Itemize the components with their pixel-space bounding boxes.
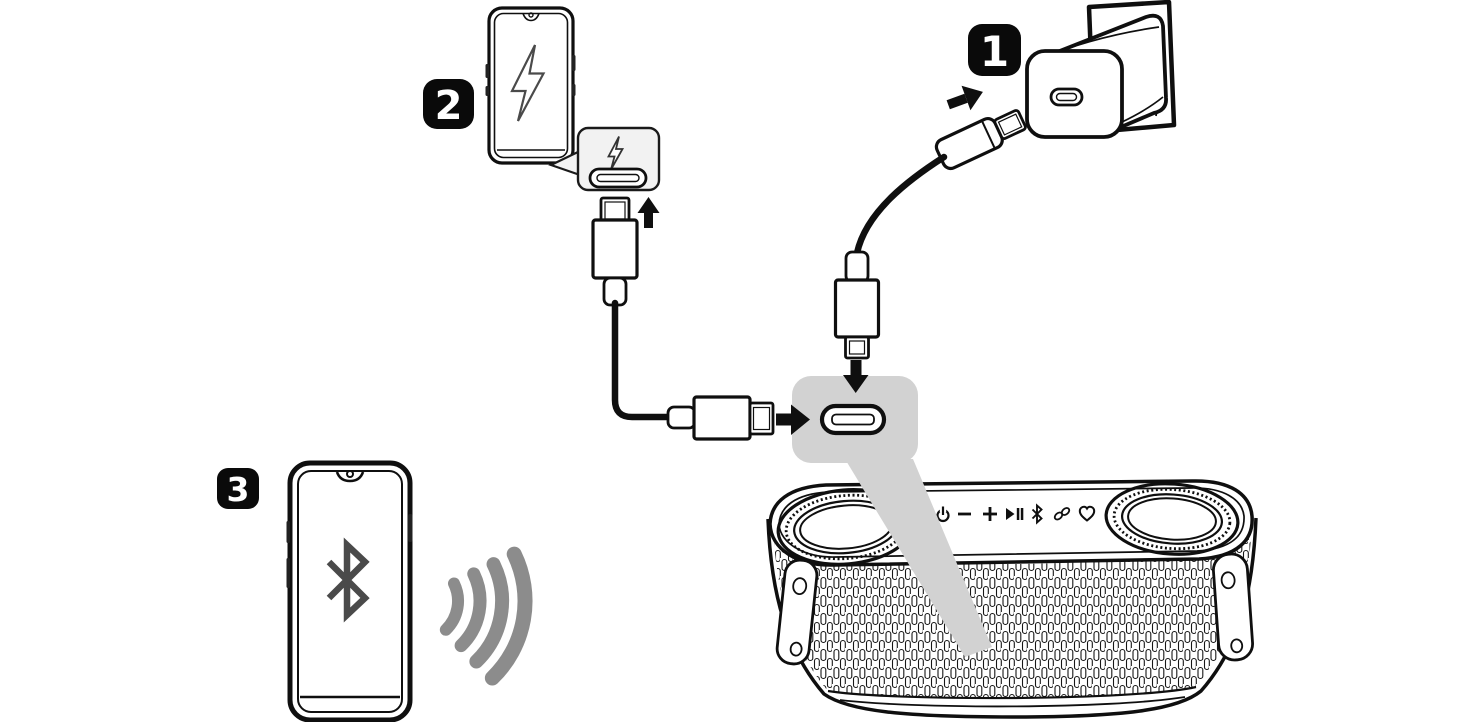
charging-cable-1 xyxy=(853,153,948,257)
step-badge-2-number: 2 xyxy=(435,83,463,129)
plug-arrow-icon xyxy=(946,85,983,111)
step-badge-3: 3 xyxy=(217,468,259,509)
step-badge-2: 2 xyxy=(423,79,474,129)
phone-notch xyxy=(522,13,540,22)
speaker-port-callout xyxy=(792,376,992,657)
charging-flash-icon xyxy=(510,44,546,122)
phone-side-button xyxy=(286,558,290,588)
smartphone-charging xyxy=(485,6,576,165)
phone-side-button xyxy=(485,86,489,96)
charging-cable-2 xyxy=(611,299,672,421)
speaker-top-rim-line xyxy=(778,487,1245,558)
step-badge-1: 1 xyxy=(968,24,1021,76)
speaker xyxy=(766,479,1258,719)
step1-group: 1 xyxy=(833,0,1177,393)
speaker-controls xyxy=(936,503,1096,525)
step-badge-1-number: 1 xyxy=(980,27,1009,76)
usb-c-connector-right xyxy=(666,395,775,441)
power-adapter xyxy=(1025,13,1168,139)
right-strap-handle xyxy=(1212,552,1254,662)
step-badge-3-number: 3 xyxy=(227,470,250,509)
adapter-usb-c-port xyxy=(1049,87,1084,107)
callout-tail xyxy=(845,459,992,657)
phone-side-button xyxy=(408,514,413,542)
speaker-usb-c-port-slot xyxy=(831,413,875,426)
phone-notch xyxy=(335,471,365,483)
power-icon xyxy=(936,506,950,523)
step3-group: 3 xyxy=(217,460,533,722)
smartphone-bluetooth xyxy=(286,460,413,722)
phone-port-callout xyxy=(548,126,661,192)
party-link-icon xyxy=(1053,507,1071,521)
grille-bottom-line xyxy=(827,685,1197,700)
right-arrow-icon xyxy=(776,404,810,435)
bluetooth-symbol-icon xyxy=(326,537,370,623)
bluetooth-icon xyxy=(1031,503,1043,525)
phone-side-button xyxy=(572,84,576,96)
usb-c-plug xyxy=(934,109,1027,171)
phone-side-button xyxy=(286,521,290,543)
speaker-usb-c-port xyxy=(819,403,887,436)
usb-c-connector-up xyxy=(591,196,639,307)
play-pause-icon xyxy=(1006,508,1024,520)
right-speaker-driver xyxy=(1104,482,1240,556)
wireless-waves-icon xyxy=(439,546,533,686)
volume-up-icon xyxy=(983,507,997,521)
up-arrow-icon xyxy=(637,197,660,228)
phone-camera-dot xyxy=(528,12,534,18)
base-seam-line xyxy=(839,696,1186,708)
step2-group: 2 xyxy=(423,6,810,441)
favorite-heart-icon xyxy=(1078,505,1096,522)
phone-camera-dot xyxy=(346,470,354,478)
down-arrow-icon xyxy=(843,360,869,393)
phone-side-button xyxy=(572,55,576,71)
phone-side-button xyxy=(485,64,489,78)
usb-c-connector-down xyxy=(833,250,881,360)
left-strap-handle xyxy=(775,558,819,666)
phone-usb-c-port xyxy=(588,167,648,189)
phone-usb-c-port-slot xyxy=(596,173,640,183)
